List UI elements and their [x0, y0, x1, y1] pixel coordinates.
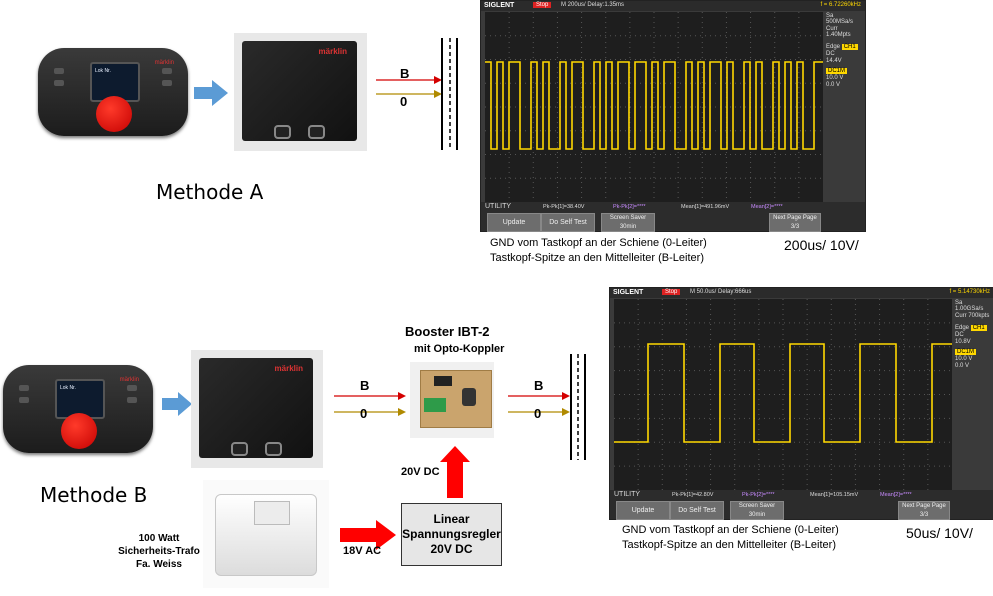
measurement: Mean[2]=**** — [880, 492, 912, 498]
arrow-right-icon — [340, 520, 396, 550]
scale-label-a: 200us/ 10V/ — [784, 237, 859, 253]
scope-frequency: f = 5.14730kHz — [949, 289, 990, 295]
method-a-title: Methode A — [156, 180, 264, 204]
scope-bottom-bar: UTILITY Pk-Pk[1]=38.40V Pk-Pk[2]=**** Me… — [481, 202, 865, 232]
probe-note-a: GND vom Tastkopf an der Schiene (0-Leite… — [490, 237, 707, 264]
voltage-regulator: Linear Spannungsregler 20V DC — [401, 503, 502, 566]
transformer-caption: 100 Watt Sicherheits-Trafo Fa. Weiss — [118, 533, 200, 570]
interface-port — [308, 125, 325, 139]
wire-b-label: B — [400, 66, 410, 81]
controller-brand: märklin — [154, 60, 174, 66]
interface-brand: märklin — [318, 47, 347, 56]
scope-status: Stop — [662, 289, 681, 295]
scope-header: SIGLENT Stop M 50.0us/ Delay:666us f = 5… — [610, 288, 993, 298]
capacitor — [462, 388, 476, 406]
wire-0-label: 0 — [360, 406, 368, 421]
oscilloscope-b: SIGLENT Stop M 50.0us/ Delay:666us f = 5… — [609, 287, 993, 520]
controller-button — [127, 397, 137, 403]
scope-header: SIGLENT Stop M 200us/ Delay:1.35ms f = 6… — [481, 1, 865, 11]
wire-0-label: 0 — [400, 94, 408, 109]
interface-port — [231, 442, 248, 456]
controller-knob — [61, 413, 97, 449]
measurement: Pk-Pk[2]=**** — [613, 204, 646, 210]
scope-grid — [485, 12, 823, 202]
controller-button — [19, 397, 29, 403]
self-test-button[interactable]: Do Self Test — [541, 213, 595, 232]
scope-frequency: f = 6.72260kHz — [820, 2, 861, 8]
booster-board — [410, 362, 494, 438]
controller-screen: Lok Nr. — [90, 62, 140, 102]
scope-timebase: M 50.0us/ Delay:666us — [690, 289, 752, 295]
interface-port — [274, 125, 291, 139]
controller-button — [19, 385, 29, 391]
method-b-title: Methode B — [40, 483, 148, 507]
controller-button — [127, 385, 137, 391]
controller-button — [54, 80, 64, 86]
interface-box-b: märklin — [191, 350, 323, 468]
scope-timebase: M 200us/ Delay:1.35ms — [561, 2, 625, 8]
scope-logo: SIGLENT — [484, 2, 515, 9]
controller-button — [54, 68, 64, 74]
update-button[interactable]: Update — [487, 213, 541, 232]
controller-button — [162, 80, 172, 86]
track-rails-a — [441, 38, 458, 150]
controller-knob — [96, 96, 132, 132]
next-page-button[interactable]: Next Page Page 3/3 — [769, 213, 821, 232]
opto-coupler — [434, 376, 452, 386]
measurement: Mean[2]=**** — [751, 204, 783, 210]
scope-side-panel: Sa 500MSa/s Curr 1.40Mpts Edge CH1 DC 14… — [824, 12, 864, 202]
oscilloscope-a: SIGLENT Stop M 200us/ Delay:1.35ms f = 6… — [480, 0, 866, 232]
controller-button — [162, 68, 172, 74]
scale-label-b: 50us/ 10V/ — [906, 525, 973, 541]
signal-trace — [485, 61, 823, 150]
scope-grid — [614, 299, 952, 490]
screen-saver-button[interactable]: Screen Saver 30min — [601, 213, 655, 232]
wire-b-label: B — [360, 378, 370, 393]
transformer — [203, 480, 329, 588]
measurement: Pk-Pk[2]=**** — [742, 492, 775, 498]
self-test-button[interactable]: Do Self Test — [670, 501, 724, 520]
update-button[interactable]: Update — [616, 501, 670, 520]
transformer-label-plate — [254, 501, 290, 525]
wires-to-track-b — [508, 392, 570, 416]
booster-subtitle: mit Opto-Koppler — [414, 343, 505, 355]
controller-screen: Lok Nr. — [55, 379, 105, 419]
wire-0-label: 0 — [534, 406, 542, 421]
next-page-button[interactable]: Next Page Page 3/3 — [898, 501, 950, 520]
measurement: Pk-Pk[1]=38.40V — [543, 204, 585, 210]
probe-note-b: GND vom Tastkopf an der Schiene (0-Leite… — [622, 524, 839, 551]
measurement: Mean[1]=105.15mV — [810, 492, 859, 498]
arrow-up-icon — [440, 446, 470, 498]
signal-trace — [614, 343, 952, 443]
track-wires-a — [376, 76, 442, 98]
scope-status: Stop — [533, 2, 552, 8]
terminal-block — [424, 398, 446, 412]
measurement: Pk-Pk[1]=42.80V — [672, 492, 714, 498]
arrow-right-icon — [194, 80, 228, 106]
track-rails-b — [570, 354, 586, 460]
controller-brand: märklin — [119, 377, 139, 383]
wire-b-label: B — [534, 378, 544, 393]
scope-side-panel: Sa 1.00GSa/s Curr 700kpts Edge CH1 DC 10… — [953, 299, 993, 490]
dc-voltage-label: 20V DC — [401, 466, 440, 478]
scope-logo: SIGLENT — [613, 289, 644, 296]
controller-b: märklin Lok Nr. — [3, 365, 153, 453]
booster-title: Booster IBT-2 — [405, 324, 490, 339]
screen-saver-button[interactable]: Screen Saver 30min — [730, 501, 784, 520]
ac-voltage-label: 18V AC — [343, 545, 382, 557]
arrow-right-icon — [162, 392, 192, 416]
scope-bottom-bar: UTILITY Pk-Pk[1]=42.80V Pk-Pk[2]=**** Me… — [610, 490, 993, 520]
measurement: Mean[1]=491.96mV — [681, 204, 730, 210]
interface-port — [265, 442, 282, 456]
wires-to-booster — [334, 392, 406, 416]
interface-box-a: märklin — [234, 33, 367, 151]
controller-a: märklin Lok Nr. — [38, 48, 188, 136]
interface-brand: märklin — [274, 364, 303, 373]
